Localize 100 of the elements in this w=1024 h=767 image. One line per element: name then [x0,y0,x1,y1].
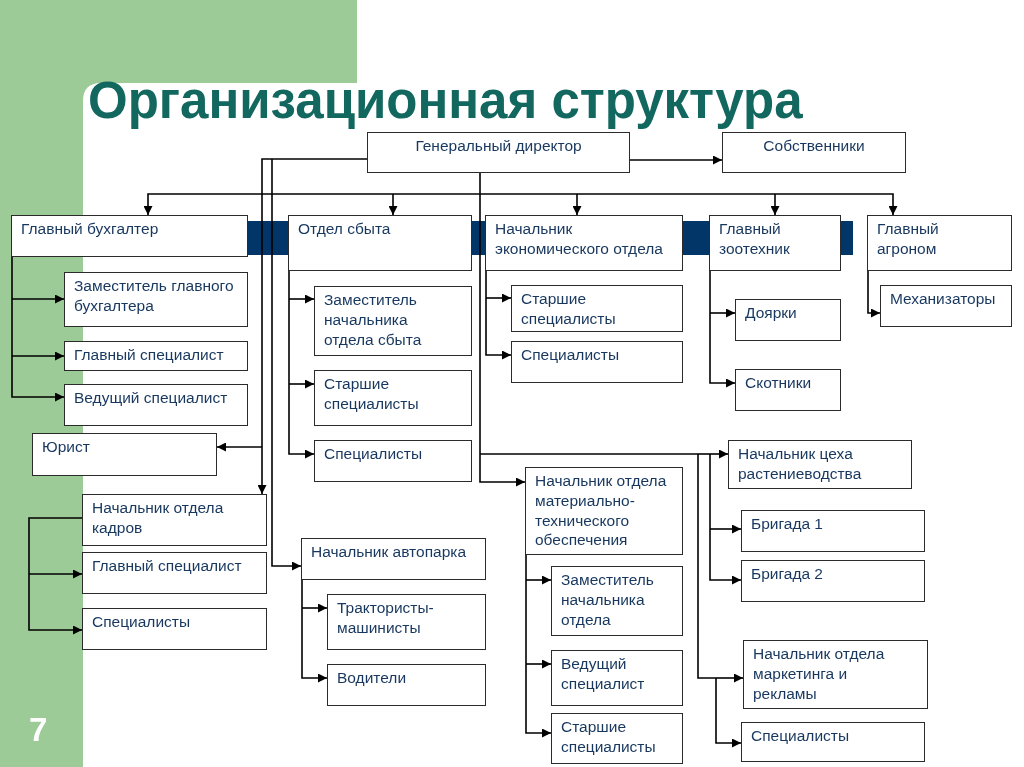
position-title: Бригада 2 [751,564,823,584]
unit-box [551,650,683,706]
unit-box [82,608,267,650]
arrow [479,453,526,487]
connector-line [525,579,527,665]
arrow [485,293,512,303]
position-title: Заместитель начальника отдела сбыта [324,290,423,350]
connector-line [697,453,711,455]
unit-box [367,132,630,173]
position-title: Главный специалист [92,556,242,576]
unit-box [32,433,217,476]
position-title: Водители [337,668,407,688]
connector-line [11,298,13,357]
position-title: Заместитель главного бухгалтера [74,276,235,316]
arrow [28,573,83,635]
position-title: Специалисты [324,444,423,464]
position-title: Доярки [745,303,797,323]
position-title: Заместитель начальника отдела [561,570,655,630]
arrow [525,663,552,738]
connector-line [576,193,776,195]
unit-box [11,215,248,257]
unit-box [709,215,841,271]
connector-line [709,453,711,530]
arrow [770,193,780,216]
connector-line [261,158,273,448]
position-title: Главный бухгалтер [21,219,159,239]
arrow [11,355,65,402]
arrow [709,449,729,459]
unit-box [327,594,486,650]
connector-line [525,554,527,581]
position-title: Собственники [763,136,865,156]
position-title: Ведущий специалист [74,388,228,408]
unit-box [525,467,683,555]
arrow [301,603,328,613]
unit-box [741,722,925,762]
position-title: Специалисты [521,345,620,365]
connector-line [697,453,717,679]
position-title: Юрист [42,437,90,457]
slide-number: 7 [29,713,48,746]
position-title: Скотники [745,373,812,393]
unit-box [743,640,928,709]
arrow [709,528,742,585]
arrow [774,193,898,216]
arrow [525,659,552,669]
arrow [271,158,302,571]
arrow [216,442,263,452]
unit-box [741,510,925,552]
unit-box [64,341,248,371]
position-title: Старшие специалисты [324,374,420,414]
unit-box [551,566,683,636]
unit-box [485,215,683,271]
connector-line [288,270,290,300]
arrow [715,673,744,683]
slide-title: Организационная структура [88,71,803,131]
position-title: Начальник отдела кадров [92,498,225,538]
unit-box [327,664,486,706]
unit-box [288,215,472,271]
unit-box [735,299,841,341]
arrow [709,524,742,534]
position-title: Старшие специалисты [561,717,657,757]
unit-box [511,341,683,383]
unit-box [880,285,1012,327]
unit-box [722,132,906,173]
arrow [629,155,723,165]
position-title: Главный специалист [74,345,224,365]
connector-line [479,193,481,455]
position-title: Бригада 1 [751,514,823,534]
connector-line [479,453,699,455]
unit-box [314,286,472,356]
connector-line [301,579,303,609]
unit-box [741,560,925,602]
position-title: Начальник отдела маркетинга и рекламы [753,644,886,704]
position-title: Ведущий специалист [561,654,646,694]
unit-box [301,538,486,580]
connector-line [392,193,481,195]
arrow [288,379,315,389]
position-title: Главный агроном [877,219,940,259]
position-title: Начальник экономического отдела [495,219,664,259]
position-title: Трактористы-машинисты [337,598,435,638]
arrow [709,308,736,318]
position-title: Начальник отдела материально-технического обеспечения [535,471,668,551]
connector-line [11,256,13,300]
position-title: Специалисты [92,612,191,632]
position-title: Механизаторы [890,289,996,309]
arrow [485,297,512,360]
arrow [288,383,315,459]
arrow [28,569,83,579]
unit-box [314,440,472,482]
connector-line [485,270,487,299]
unit-box [82,552,267,594]
unit-box [314,370,472,426]
arrow [715,677,742,748]
arrow [709,312,736,388]
position-title: Главный зоотехник [719,219,791,259]
position-title: Начальник цеха растениеводства [738,444,863,484]
position-title: Генеральный директор [415,136,582,156]
arrow [867,270,881,318]
arrow [11,351,65,361]
connector-line [709,270,711,314]
arrow [301,607,328,683]
